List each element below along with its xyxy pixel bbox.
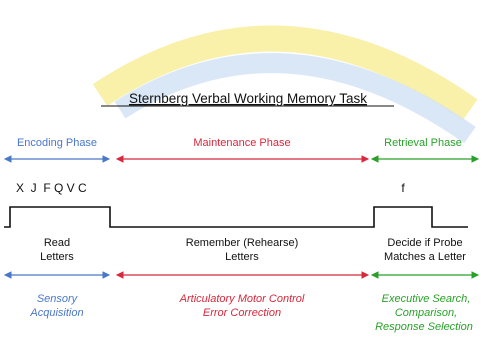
- background-arcs: [92, 25, 478, 144]
- maintenance-phase-label: Maintenance Phase: [193, 137, 290, 149]
- signal-timeline: [4, 206, 468, 228]
- encoding-component-line1: Sensory: [37, 293, 79, 305]
- encoding-process-line2: Letters: [40, 251, 74, 263]
- maintenance-process-line2: Letters: [225, 251, 259, 263]
- encoding-phase-label: Encoding Phase: [17, 137, 97, 149]
- encoding-stimulus-letters: X J F Q V C: [16, 181, 87, 195]
- encoding-process-line1: Read: [44, 237, 70, 249]
- blue-arc: [114, 53, 476, 144]
- yellow-arc: [92, 25, 478, 121]
- retrieval-process-line1: Decide if Probe: [387, 237, 462, 249]
- maintenance-arrow-top: [115, 155, 370, 163]
- maintenance-component-line2: Error Correction: [203, 307, 281, 319]
- maintenance-process-line1: Remember (Rehearse): [186, 237, 298, 249]
- maintenance-arrow-bottom: [115, 271, 370, 279]
- probe-stimulus-letter: f: [401, 181, 405, 195]
- retrieval-arrow-bottom: [370, 271, 480, 279]
- encoding-arrow-bottom: [3, 271, 111, 279]
- retrieval-component-line3: Response Selection: [375, 321, 473, 333]
- maintenance-component-line1: Articulatory Motor Control: [179, 293, 305, 305]
- retrieval-phase-label: Retrieval Phase: [384, 137, 462, 149]
- retrieval-component-line1: Executive Search,: [382, 293, 471, 305]
- encoding-arrow-top: [3, 155, 111, 163]
- retrieval-process-line2: Matches a Letter: [384, 251, 466, 263]
- diagram-title: Sternberg Verbal Working Memory Task: [129, 91, 367, 106]
- retrieval-component-line2: Comparison,: [395, 307, 457, 319]
- encoding-component-line2: Acquisition: [29, 307, 83, 319]
- retrieval-arrow-top: [370, 155, 480, 163]
